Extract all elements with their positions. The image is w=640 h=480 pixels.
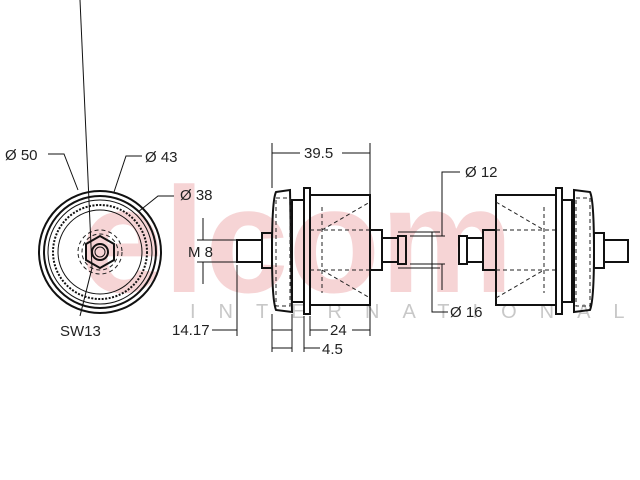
dim-body-length: 24 (330, 322, 347, 339)
dim-flange-offset: 4.5 (322, 341, 343, 358)
side-view-left (236, 187, 407, 315)
dim-wrench-size: SW13 (60, 323, 101, 340)
side-view-right (458, 187, 629, 315)
dim-shaft-length: 14.17 (172, 322, 210, 339)
watermark-subtitle: INTERNATIONAL (190, 301, 640, 323)
dim-mid-diameter: Ø 43 (145, 149, 178, 166)
front-view: Ø 50 Ø 43 Ø 38 SW13 (5, 0, 213, 340)
dim-collar-diameter: Ø 12 (465, 164, 498, 181)
dimension-lines: 39.5 M 8 14.17 24 4.5 Ø 12 Ø 16 (172, 143, 498, 358)
dim-hub-diameter: Ø 16 (450, 304, 483, 321)
dim-outer-diameter: Ø 50 (5, 147, 38, 164)
watermark-brand: elcom (80, 156, 514, 324)
dim-thread: M 8 (188, 244, 213, 261)
dim-overall-length: 39.5 (304, 145, 333, 162)
watermark: elcom INTERNATIONAL (80, 156, 640, 324)
hex-nut (85, 234, 115, 270)
dim-inner-diameter: Ø 38 (180, 187, 213, 204)
